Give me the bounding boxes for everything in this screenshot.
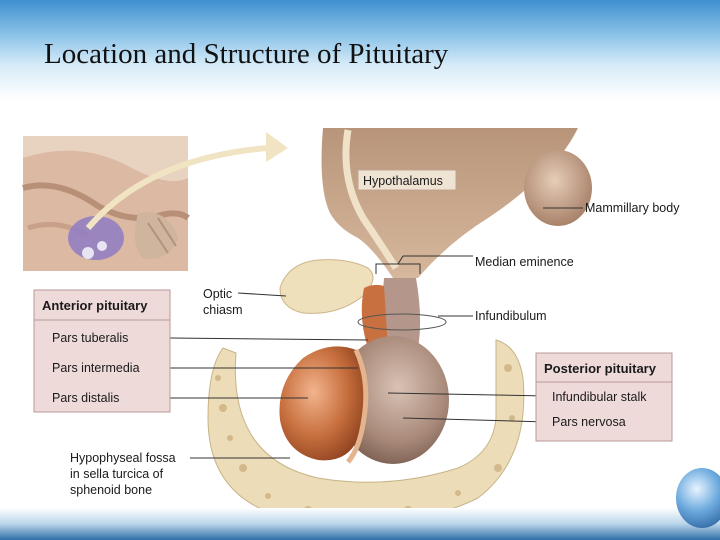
posterior-item-pars-nervosa: Pars nervosa [552,415,626,429]
label-fossa-2: in sella turcica of [70,467,164,481]
label-median-eminence: Median eminence [475,255,574,269]
anterior-lobe-pars-distalis [279,346,365,461]
posterior-lobe-pars-nervosa [337,336,449,464]
pars-tuberalis [361,284,388,350]
label-mammillary-body: Mammillary body [585,201,680,215]
infundibulum-ring [357,313,447,331]
anterior-item-pars-distalis: Pars distalis [52,391,119,405]
label-optic-chiasm-1: Optic [203,287,232,301]
anterior-box-title: Anterior pituitary [42,298,148,313]
pituitary-diagram: Hypothalamus Mammillary body Median emin… [22,128,680,525]
label-hypothalamus: Hypothalamus [363,174,443,188]
hypothalamus-region [321,128,578,278]
posterior-pituitary-box: Posterior pituitary Infundibular stalk P… [535,352,673,442]
hypothalamus-label-bg [357,169,457,191]
inset-pointer-arrowhead [266,132,288,162]
label-fossa-1: Hypophyseal fossa [70,451,176,465]
slide-title: Location and Structure of Pituitary [44,38,449,70]
label-infundibulum: Infundibulum [475,309,547,323]
slide-header-band [0,0,720,100]
inset-pointer-arrow [85,145,269,230]
posterior-box-title: Posterior pituitary [544,361,657,376]
sella-turcica-bone [207,339,525,525]
slide-footer-band [0,508,720,540]
pars-intermedia [346,348,369,464]
brain-inset [22,136,190,271]
label-optic-chiasm-2: chiasm [203,303,243,317]
label-fossa-3: sphenoid bone [70,483,152,497]
anterior-pituitary-box: Anterior pituitary Pars tuberalis Pars i… [33,289,171,413]
optic-chiasm [279,259,374,314]
posterior-item-infundibular-stalk: Infundibular stalk [552,390,647,404]
anterior-item-pars-tuberalis: Pars tuberalis [52,331,128,345]
third-ventricle [342,129,399,270]
mammillary-body [524,150,592,226]
globe-icon [676,468,720,528]
anterior-item-pars-intermedia: Pars intermedia [52,361,140,375]
